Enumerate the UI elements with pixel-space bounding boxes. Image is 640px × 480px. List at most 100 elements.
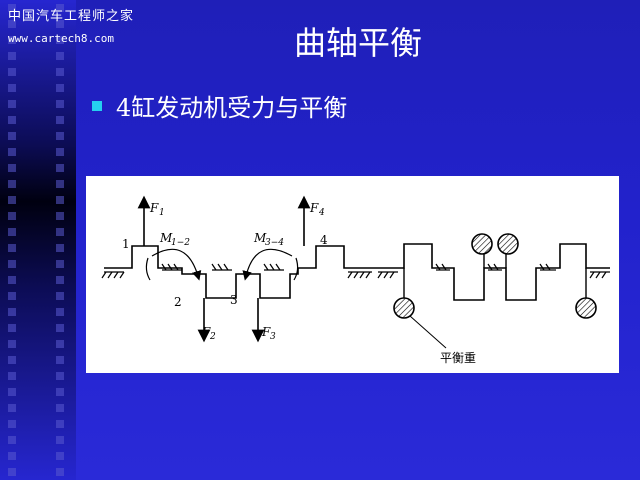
decor-square	[56, 388, 64, 396]
decor-square	[8, 68, 16, 76]
bullet-item: 4缸发动机受力与平衡	[92, 88, 347, 123]
label-f4: F	[309, 201, 319, 215]
slide-title: 曲轴平衡	[293, 24, 422, 62]
decor-square	[56, 212, 64, 220]
decor-square	[8, 164, 16, 172]
counterweight-4	[575, 297, 597, 319]
decor-square	[8, 340, 16, 348]
right-bearings	[377, 263, 610, 279]
moment-arc-m12	[151, 248, 202, 281]
decor-square	[56, 148, 64, 156]
decor-square	[8, 84, 16, 92]
decor-square	[8, 116, 16, 124]
decor-square	[56, 308, 64, 316]
decor-square	[8, 276, 16, 284]
label-f2: F	[201, 325, 211, 339]
label-f3-sub: 3	[270, 332, 276, 342]
crankshaft-diagram-svg: F 1 F 2 F 3 F 4 M 1−2 M 3−4 1 2 3 4	[101, 195, 610, 365]
decor-square	[8, 196, 16, 204]
left-bearings	[101, 263, 372, 279]
label-f2-sub: 2	[209, 332, 216, 342]
decor-square	[56, 452, 64, 460]
decor-square	[56, 20, 64, 28]
site-logo-text: 中国汽车工程师之家	[8, 9, 135, 24]
decor-square	[8, 4, 16, 12]
decor-square	[8, 308, 16, 316]
counterweight-leader-line	[409, 315, 447, 349]
left-crankshaft-line	[104, 245, 374, 299]
decor-square	[56, 436, 64, 444]
decor-square	[56, 244, 64, 252]
decor-square	[56, 36, 64, 44]
moment-arc-m34-right	[293, 257, 299, 281]
decor-squares-left	[8, 0, 16, 480]
decor-square	[8, 52, 16, 60]
decor-square	[56, 84, 64, 92]
decor-square	[8, 20, 16, 28]
decor-square	[56, 340, 64, 348]
decor-square	[8, 356, 16, 364]
decor-square	[8, 452, 16, 460]
decor-square	[56, 260, 64, 268]
decor-square	[56, 164, 64, 172]
decor-square	[8, 292, 16, 300]
moment-arc-m34	[242, 248, 293, 281]
label-m12: M	[159, 231, 173, 245]
decor-square	[56, 356, 64, 364]
decor-square	[56, 52, 64, 60]
label-cyl-2: 2	[174, 295, 182, 309]
decor-square	[56, 276, 64, 284]
decor-square	[56, 292, 64, 300]
decor-square	[56, 372, 64, 380]
label-f4-sub: 4	[318, 208, 325, 218]
decor-square	[8, 228, 16, 236]
label-f1-sub: 1	[159, 208, 165, 218]
decor-square	[8, 372, 16, 380]
decor-square	[8, 244, 16, 252]
decor-square	[56, 68, 64, 76]
decor-squares-right	[56, 0, 64, 480]
decor-square	[56, 196, 64, 204]
counterweight-label: 平衡重	[440, 351, 476, 365]
decor-square	[8, 132, 16, 140]
right-crankshaft-line	[374, 243, 610, 301]
decor-square	[56, 404, 64, 412]
decor-square	[8, 436, 16, 444]
label-cyl-4: 4	[320, 233, 328, 247]
site-url: www.cartech8.com	[8, 32, 114, 45]
label-f3: F	[261, 325, 271, 339]
counterweight-3	[497, 233, 519, 255]
label-f1: F	[149, 201, 159, 215]
decor-square	[56, 468, 64, 476]
decor-square	[8, 180, 16, 188]
label-cyl-3: 3	[230, 293, 238, 307]
decor-square	[56, 420, 64, 428]
label-m12-sub: 1−2	[171, 238, 190, 248]
label-m34: M	[253, 231, 267, 245]
decor-square	[56, 116, 64, 124]
bullet-square-icon	[92, 100, 102, 111]
right-crank-diagram	[374, 233, 610, 349]
decor-square	[8, 388, 16, 396]
bullet-text: 4缸发动机受力与平衡	[116, 94, 348, 122]
decor-square	[8, 100, 16, 108]
decor-square	[8, 212, 16, 220]
decor-square	[8, 468, 16, 476]
counterweight-1	[393, 297, 415, 319]
decor-square	[56, 132, 64, 140]
decor-square	[8, 260, 16, 268]
decor-square	[56, 4, 64, 12]
decor-square	[56, 180, 64, 188]
decor-square	[56, 100, 64, 108]
decor-square	[8, 404, 16, 412]
decor-square	[56, 228, 64, 236]
decor-square	[8, 420, 16, 428]
decor-square	[8, 324, 16, 332]
label-m34-sub: 3−4	[265, 238, 284, 248]
decor-square	[8, 36, 16, 44]
left-decor-band	[0, 0, 76, 480]
crankshaft-figure: F 1 F 2 F 3 F 4 M 1−2 M 3−4 1 2 3 4	[86, 176, 619, 373]
left-crank-diagram	[101, 195, 374, 343]
moment-arc-m12-left	[145, 257, 151, 281]
decor-square	[8, 148, 16, 156]
